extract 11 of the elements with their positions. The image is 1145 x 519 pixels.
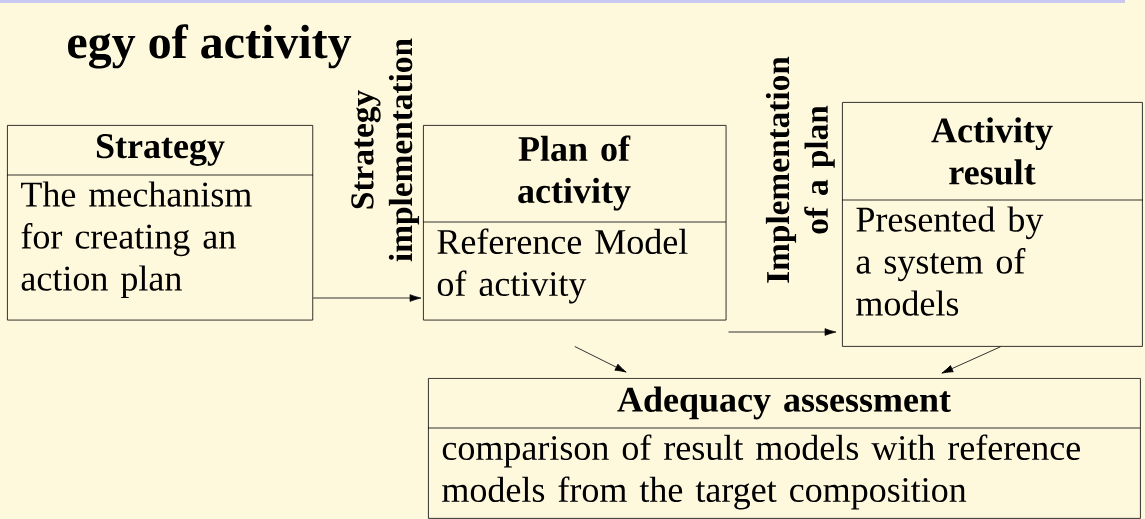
arrow bbox=[574, 346, 627, 373]
title: egy of activity bbox=[68, 24, 352, 69]
class-box: Activity result Presented by a system of models bbox=[841, 102, 1144, 347]
class-box: Strategy The mechanism for creating an action plan bbox=[6, 125, 314, 321]
edge-label: Strategy implementation bbox=[351, 38, 420, 262]
arrow bbox=[312, 294, 422, 302]
class-box: Plan of activity Reference Model of activity bbox=[422, 125, 727, 321]
arrow bbox=[728, 328, 837, 336]
class-box: Adequacy assessment comparison of result models with reference models from the target composition bbox=[427, 378, 1141, 519]
edge-label: Implementation of a plan bbox=[765, 56, 835, 283]
arrow bbox=[941, 346, 1001, 374]
